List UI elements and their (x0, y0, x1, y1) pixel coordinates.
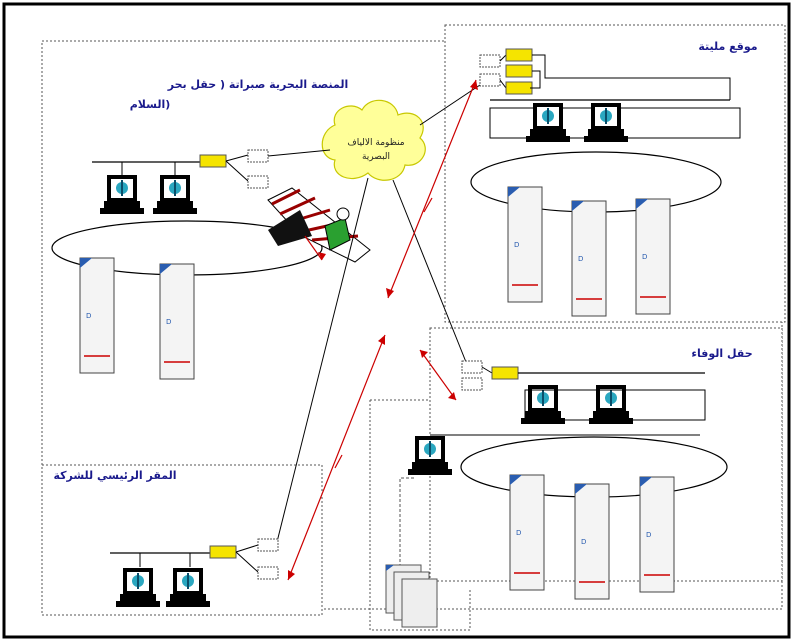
wafa-server-1 (509, 474, 545, 591)
mellitah-modem-1 (505, 48, 533, 62)
wafa-modem (491, 366, 519, 380)
wafa-server-3 (639, 476, 675, 593)
mellitah-server-2 (571, 200, 607, 317)
offshore-port-2 (247, 175, 269, 189)
offshore-modem (199, 154, 227, 168)
label-mellitah: موقع مليتة (698, 40, 757, 53)
mellitah-modem-3 (505, 81, 533, 95)
wafa-port-2 (461, 377, 483, 391)
hq-modem (209, 545, 237, 559)
label-offshore-2: السلام) (130, 98, 171, 111)
offshore-pc-2 (153, 175, 197, 214)
label-hq: المقر الرئيسي للشركة (53, 469, 176, 482)
fiber-cloud: منظومة الالياف البصرية (321, 99, 426, 181)
wafa-server-2 (574, 483, 610, 600)
satellite-dish-icon (267, 187, 371, 263)
label-wafa: حقل الوفاء (691, 347, 752, 360)
offshore-port-1 (247, 149, 269, 163)
mellitah-port-2 (479, 73, 501, 87)
cloud-label-2: البصرية (362, 152, 390, 162)
wafa-port-1 (461, 360, 483, 374)
hq-port-2 (257, 566, 279, 580)
mellitah-server-1 (507, 186, 543, 303)
mellitah-server-3 (635, 198, 671, 315)
mellitah-modem-2 (505, 64, 533, 78)
cloud-label-1: منظومة الالياف (347, 138, 404, 148)
mellitah-port-1 (479, 54, 501, 68)
microwave-links (287, 79, 477, 581)
hq-port-1 (257, 538, 279, 552)
offshore-server-1 (79, 257, 115, 374)
offshore-pc-1 (100, 175, 144, 214)
label-offshore: المنصة البحرية صبراتة ( حقل بحر (167, 78, 349, 91)
region-mellitah (444, 24, 786, 323)
offshore-server-2 (159, 263, 195, 380)
wafa-server-stack (385, 564, 438, 628)
